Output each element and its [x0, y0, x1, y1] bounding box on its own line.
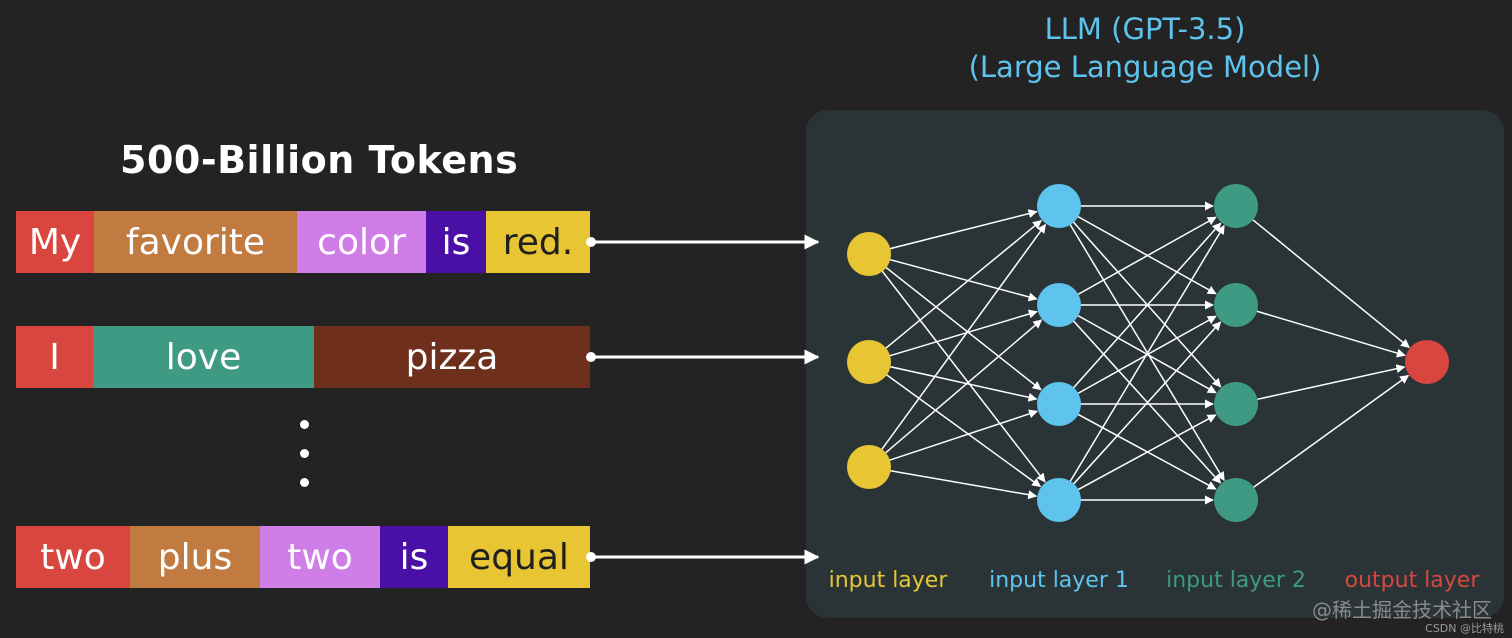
model-title-line-1: LLM (GPT-3.5)	[1044, 12, 1246, 46]
network-edge	[1076, 215, 1217, 295]
neuron-node	[1214, 478, 1258, 522]
sentence-row-3: two plus two is equal	[16, 526, 590, 588]
layer-label-output: output layer	[1344, 568, 1480, 593]
neuron-node	[1037, 478, 1081, 522]
network-edge	[888, 469, 1038, 500]
network-edge	[1068, 224, 1225, 484]
neuron-node	[1214, 382, 1258, 426]
neuron-node	[1037, 283, 1081, 327]
token: is	[426, 211, 486, 273]
neuron-node	[1214, 184, 1258, 228]
network-edge	[1071, 321, 1222, 486]
token: red.	[486, 211, 590, 273]
token: is	[380, 526, 448, 588]
watermark-text: @稀土掘金技术社区	[1312, 598, 1492, 622]
network-edge	[887, 409, 1039, 462]
ellipsis-dots	[300, 420, 310, 507]
network-edge	[883, 220, 1042, 350]
network-edge	[1076, 412, 1217, 490]
network-edge	[1254, 310, 1406, 358]
network-edge	[1076, 216, 1217, 296]
network-edge	[1071, 319, 1222, 484]
tokens-heading: 500-Billion Tokens	[120, 138, 519, 182]
token: favorite	[94, 211, 297, 273]
network-edge	[888, 209, 1038, 250]
layer-label-input: input layer	[828, 568, 948, 593]
network-edge	[1251, 218, 1410, 349]
neuron-node	[847, 232, 891, 276]
network-edge	[888, 258, 1038, 302]
network-edge	[1071, 222, 1222, 390]
network-edge	[883, 319, 1043, 455]
network-panel	[806, 110, 1504, 618]
token: love	[93, 326, 314, 388]
token: plus	[130, 526, 260, 588]
neuron-node	[847, 340, 891, 384]
model-title-line-2: (Large Language Model)	[968, 50, 1322, 84]
neuron-node	[1037, 184, 1081, 228]
neuron-node	[1405, 340, 1449, 384]
network-edge	[880, 223, 1047, 452]
token: My	[16, 211, 94, 273]
network-edge	[880, 269, 1046, 483]
network-edge	[884, 373, 1042, 488]
neuron-node	[1037, 382, 1081, 426]
network-edge	[1071, 220, 1222, 388]
network-edge	[887, 309, 1038, 357]
sentence-row-2: I love pizza	[16, 326, 590, 388]
token: two	[260, 526, 380, 588]
token: two	[16, 526, 130, 588]
sentence-row-1: My favorite color is red.	[16, 211, 590, 273]
neuron-node	[1214, 283, 1258, 327]
network-edge	[884, 265, 1042, 391]
network-edge	[1255, 364, 1406, 401]
token: color	[297, 211, 426, 273]
token: equal	[448, 526, 590, 588]
network-edge	[1068, 222, 1225, 482]
network-edge	[888, 365, 1038, 402]
layer-label-hidden-1: input layer 1	[989, 568, 1129, 593]
token: pizza	[314, 326, 590, 388]
neuron-node	[847, 445, 891, 489]
token: I	[16, 326, 93, 388]
watermark-small-text: CSDN @比特桃	[1425, 622, 1504, 635]
network-edge	[1251, 374, 1410, 489]
layer-label-hidden-2: input layer 2	[1166, 568, 1306, 593]
network-edge	[1076, 414, 1217, 492]
